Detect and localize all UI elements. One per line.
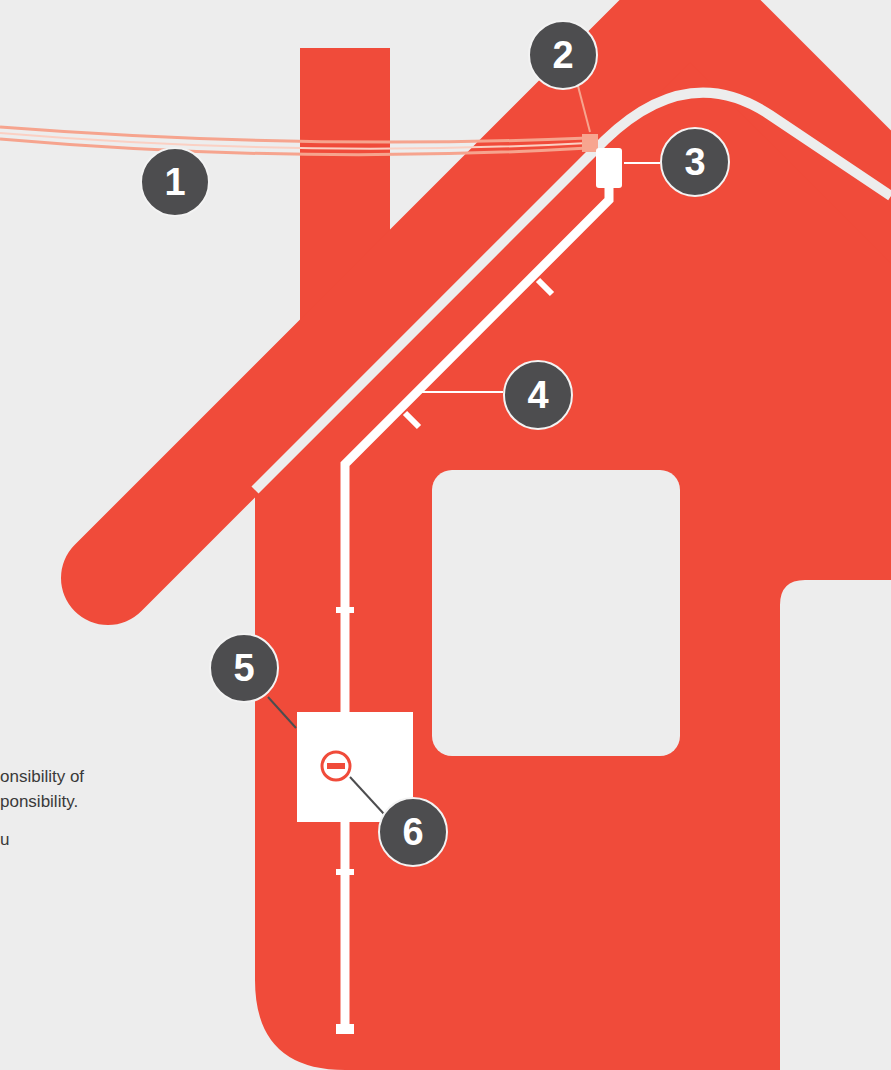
- weatherhead: [596, 148, 622, 188]
- meter-symbol: [322, 752, 350, 780]
- roof-gap: [255, 93, 891, 490]
- callout-circle: 1: [140, 147, 210, 217]
- callout-number: 6: [402, 813, 423, 851]
- leader-line: [419, 391, 503, 393]
- conduit-end: [336, 1024, 354, 1034]
- callout-number: 4: [527, 376, 548, 414]
- leader-line: [350, 777, 384, 814]
- attachment-point: [582, 134, 598, 152]
- callout-circle: 6: [378, 797, 448, 867]
- service-wire: [0, 139, 588, 155]
- leader-line: [578, 86, 590, 132]
- callout-number: 2: [552, 36, 573, 74]
- conduit: [345, 185, 609, 1030]
- callout-circle: 3: [660, 127, 730, 197]
- callout-number: 3: [684, 143, 705, 181]
- callout-number: 5: [233, 649, 254, 687]
- note-text: u: [0, 830, 9, 850]
- window: [432, 470, 680, 756]
- callout-circle: 4: [503, 360, 573, 430]
- callout-circle: 2: [528, 20, 598, 90]
- callout-number: 1: [164, 163, 185, 201]
- note-text: ponsibility.: [0, 792, 78, 812]
- note-text: onsibility of: [0, 767, 84, 787]
- leader-line: [624, 162, 660, 164]
- house-wall: [255, 10, 891, 1070]
- leader-line: [268, 697, 296, 728]
- callout-circle: 5: [209, 633, 279, 703]
- meter-symbol-bar: [327, 763, 345, 769]
